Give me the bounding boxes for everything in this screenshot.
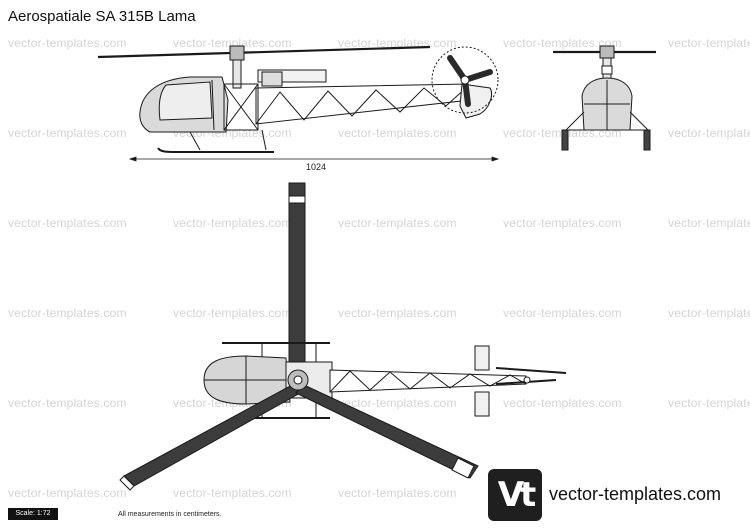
tail-rotor-blade-top — [495, 367, 567, 374]
engine-frame-side — [223, 83, 259, 131]
skid-strut — [261, 129, 267, 151]
rotor-hub — [229, 45, 245, 61]
blade-tip-marker — [119, 475, 135, 491]
length-dimension — [128, 156, 500, 162]
cabin-frame — [211, 79, 215, 131]
cabin-window-side — [158, 81, 213, 121]
top-view — [119, 182, 567, 491]
front-view — [553, 45, 656, 151]
rotor-mast — [232, 59, 242, 89]
blade-tip-marker — [288, 195, 306, 204]
frame-strut — [223, 83, 259, 131]
side-view — [97, 45, 499, 153]
main-rotor-blade-top-right — [295, 384, 479, 479]
skid-left-front — [561, 129, 569, 151]
main-rotor-blade-side — [97, 45, 431, 59]
brand-logo-text: Vt — [497, 475, 537, 515]
measurement-footnote: All measurements in centimeters. — [118, 511, 222, 518]
blade-tip-marker — [451, 457, 475, 479]
length-dimension-label: 1024 — [306, 162, 327, 172]
brand-name[interactable]: vector-templates.com — [549, 484, 722, 504]
main-rotor-blade-top-left — [123, 384, 301, 487]
brand-logo[interactable]: Vt — [488, 469, 542, 521]
tail-rotor-hub-top — [523, 376, 531, 384]
scale-label: Scale: 1:72 — [8, 508, 58, 520]
tail-boom-top — [329, 369, 527, 393]
skid-strut — [189, 131, 201, 151]
skid-strut — [629, 111, 649, 131]
page-title: Aerospatiale SA 315B Lama — [8, 8, 196, 25]
engine-block-side — [261, 71, 283, 87]
rotor-hub-center — [293, 375, 303, 385]
tail-lattice — [255, 85, 469, 125]
stabiliser-top-lower — [474, 391, 490, 417]
tail-lattice-top — [329, 370, 527, 393]
skid-right-front — [643, 129, 651, 151]
rotor-hub-front — [599, 45, 615, 59]
landing-skid-side — [157, 147, 274, 153]
stabiliser-top-upper — [474, 345, 490, 371]
engine-intake-front — [601, 65, 613, 75]
tail-rotor-arc — [431, 46, 499, 114]
main-rotor-blade-top-forward — [288, 182, 306, 370]
skid-strut — [565, 111, 585, 131]
tail-rotor-hub — [460, 75, 470, 85]
